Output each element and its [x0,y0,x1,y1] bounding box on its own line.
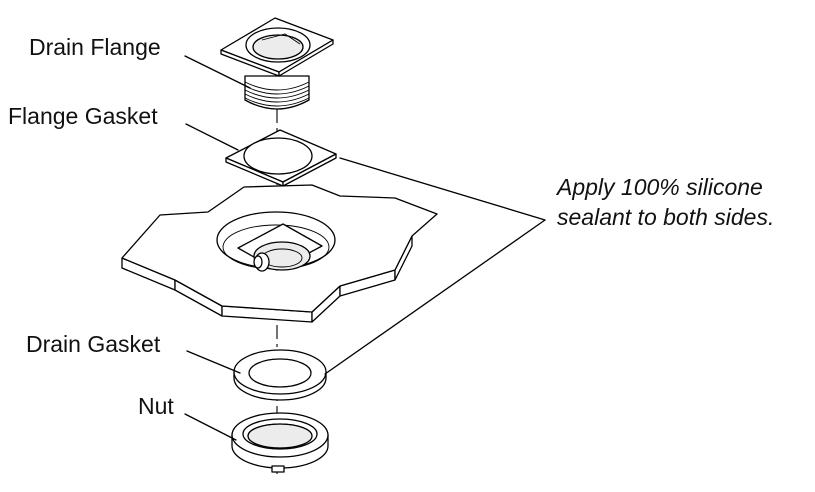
sealant-note: Apply 100% silicone sealant to both side… [557,172,774,232]
flange-gasket-part [225,129,337,187]
label-nut: Nut [138,393,174,419]
shower-base-pan [121,184,438,323]
sealant-note-line2: sealant to both sides. [557,204,775,230]
leader-flange-gasket [185,123,239,151]
sealant-note-line1: Apply 100% silicone [557,174,763,200]
leader-nut [184,413,237,441]
leader-note-upper [339,157,546,221]
label-flange-gasket: Flange Gasket [8,103,158,129]
label-drain-flange: Drain Flange [29,34,161,60]
leader-drain-gasket [186,350,241,374]
leader-drain-flange [184,55,251,89]
leader-note-lower [324,219,546,375]
drain-gasket-part [233,349,327,401]
label-drain-gasket: Drain Gasket [26,331,161,357]
drain-flange-part [220,17,334,110]
nut-part [231,412,329,473]
